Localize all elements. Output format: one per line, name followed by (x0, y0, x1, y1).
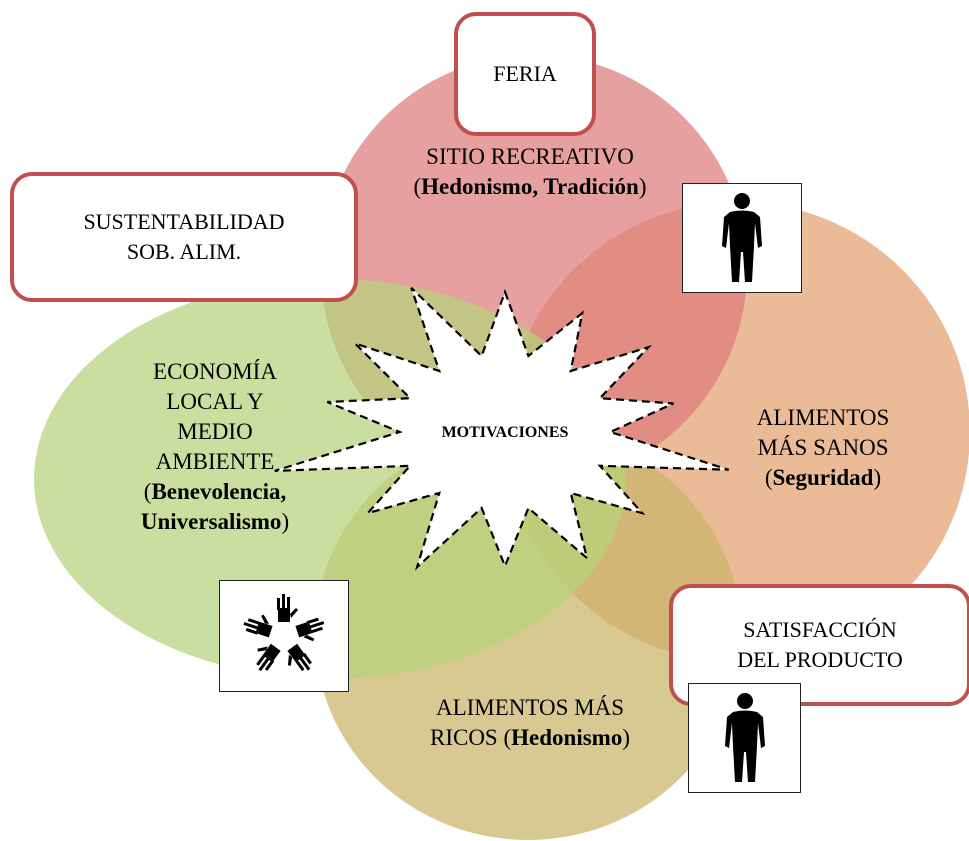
top-circle-values: (Hedonismo, Tradición) (413, 174, 647, 199)
left-circle-bold-2: Universalismo (140, 509, 282, 534)
person-icon-box-bottom (688, 683, 801, 793)
bottom-circle-line1: ALIMENTOS MÁS (435, 695, 625, 720)
bottom-circle-prefix: RICOS (429, 725, 498, 750)
hands-circle-icon (243, 594, 325, 672)
left-circle-line1: ECONOMÍA (153, 359, 277, 384)
motivations-label: MOTIVACIONES (441, 424, 569, 441)
sustentabilidad-line2: SOB. ALIM. (126, 239, 242, 264)
left-circle-line3: MEDIO (177, 419, 253, 444)
right-circle-label: ALIMENTOS MÁS SANOS (Seguridad) (718, 403, 928, 493)
left-circle-label: ECONOMÍA LOCAL Y MEDIO AMBIENTE (Benevol… (105, 357, 325, 537)
top-circle-bold: Hedonismo, Tradición (421, 174, 639, 199)
left-circle-line4: AMBIENTE (155, 449, 275, 474)
right-circle-bold: Seguridad (772, 465, 874, 490)
motivations-star (274, 287, 730, 571)
person-icon (722, 193, 762, 282)
left-circle-values-2: Universalismo) (140, 509, 290, 534)
right-circle-values: (Seguridad) (764, 465, 882, 490)
top-circle-line1: SITIO RECREATIVO (426, 144, 634, 169)
left-circle-bold-1: Benevolencia, (151, 479, 287, 504)
circles-layer (34, 55, 969, 840)
bottom-circle-line2: RICOS (Hedonismo) (429, 725, 631, 750)
hands-icon-box (219, 580, 349, 692)
feria-label: FERIA (493, 61, 557, 86)
left-circle-line2: LOCAL Y (166, 389, 264, 414)
satisfaccion-line1: SATISFACCIÓN (743, 617, 897, 642)
right-circle-line2: MÁS SANOS (757, 435, 889, 460)
person-icon-box-top (682, 183, 802, 293)
satisfaccion-box: SATISFACCIÓN DEL PRODUCTO (669, 584, 969, 706)
top-circle-label: SITIO RECREATIVO (Hedonismo, Tradición) (355, 142, 705, 202)
satisfaccion-line2: DEL PRODUCTO (737, 647, 903, 672)
bottom-circle-label: ALIMENTOS MÁS RICOS (Hedonismo) (390, 693, 670, 753)
feria-box: FERIA (454, 12, 596, 136)
person-icon (724, 693, 765, 782)
right-circle-line1: ALIMENTOS (756, 405, 890, 430)
sustentabilidad-box: SUSTENTABILIDAD SOB. ALIM. (10, 172, 358, 302)
bottom-circle-bold: Hedonismo (511, 725, 623, 750)
sustentabilidad-line1: SUSTENTABILIDAD (83, 209, 285, 234)
left-circle-values-1: (Benevolencia, (143, 479, 287, 504)
